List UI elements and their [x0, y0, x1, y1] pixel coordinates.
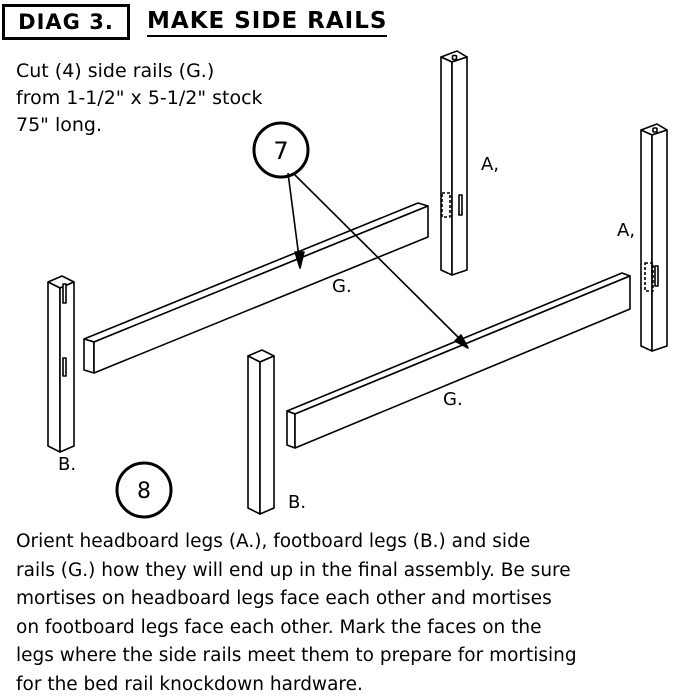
side-rail-2 [286, 272, 631, 449]
instruction-line: rails (G.) how they will end up in the f… [16, 559, 571, 581]
cut-note: Cut (4) side rails (G.) from 1-1/2" x 5-… [16, 58, 263, 139]
callout-7 [252, 121, 467, 346]
side-rail-1 [83, 202, 429, 374]
label-footboard-leg-1: B. [58, 454, 76, 475]
instructions-paragraph: Orient headboard legs (A.), footboard le… [16, 528, 696, 699]
diagram-number-box: DIAG 3. [2, 4, 130, 40]
callout-8-number: 8 [137, 479, 151, 504]
headboard-leg-1 [440, 50, 468, 276]
footboard-leg-1 [47, 275, 75, 453]
footboard-leg-2 [247, 349, 275, 515]
instruction-line: for the bed rail knockdown hardware. [16, 673, 363, 695]
label-headboard-leg-1: A, [481, 154, 499, 175]
cut-note-line: from 1-1/2" x 5-1/2" stock [16, 87, 263, 109]
label-headboard-leg-2: A, [617, 220, 635, 241]
instruction-line: mortises on headboard legs face each oth… [16, 588, 552, 609]
diagram-number: DIAG 3. [18, 10, 114, 34]
callout-7-number: 7 [273, 137, 288, 165]
instruction-line: Orient headboard legs (A.), footboard le… [16, 531, 531, 552]
leader-arrowheads [294, 251, 469, 349]
cut-note-line: Cut (4) side rails (G.) [16, 60, 215, 82]
label-footboard-leg-2: B. [288, 492, 306, 513]
label-side-rail-1: G. [332, 276, 352, 297]
instruction-line: legs where the side rails meet them to p… [16, 645, 577, 666]
callout-8 [115, 461, 173, 519]
instruction-line: on footboard legs face each other. Mark … [16, 616, 542, 638]
cut-note-line: 75" long. [16, 114, 103, 136]
diagram-title: MAKE SIDE RAILS [147, 8, 388, 37]
label-side-rail-2: G. [443, 389, 463, 410]
headboard-leg-2 [640, 123, 668, 352]
